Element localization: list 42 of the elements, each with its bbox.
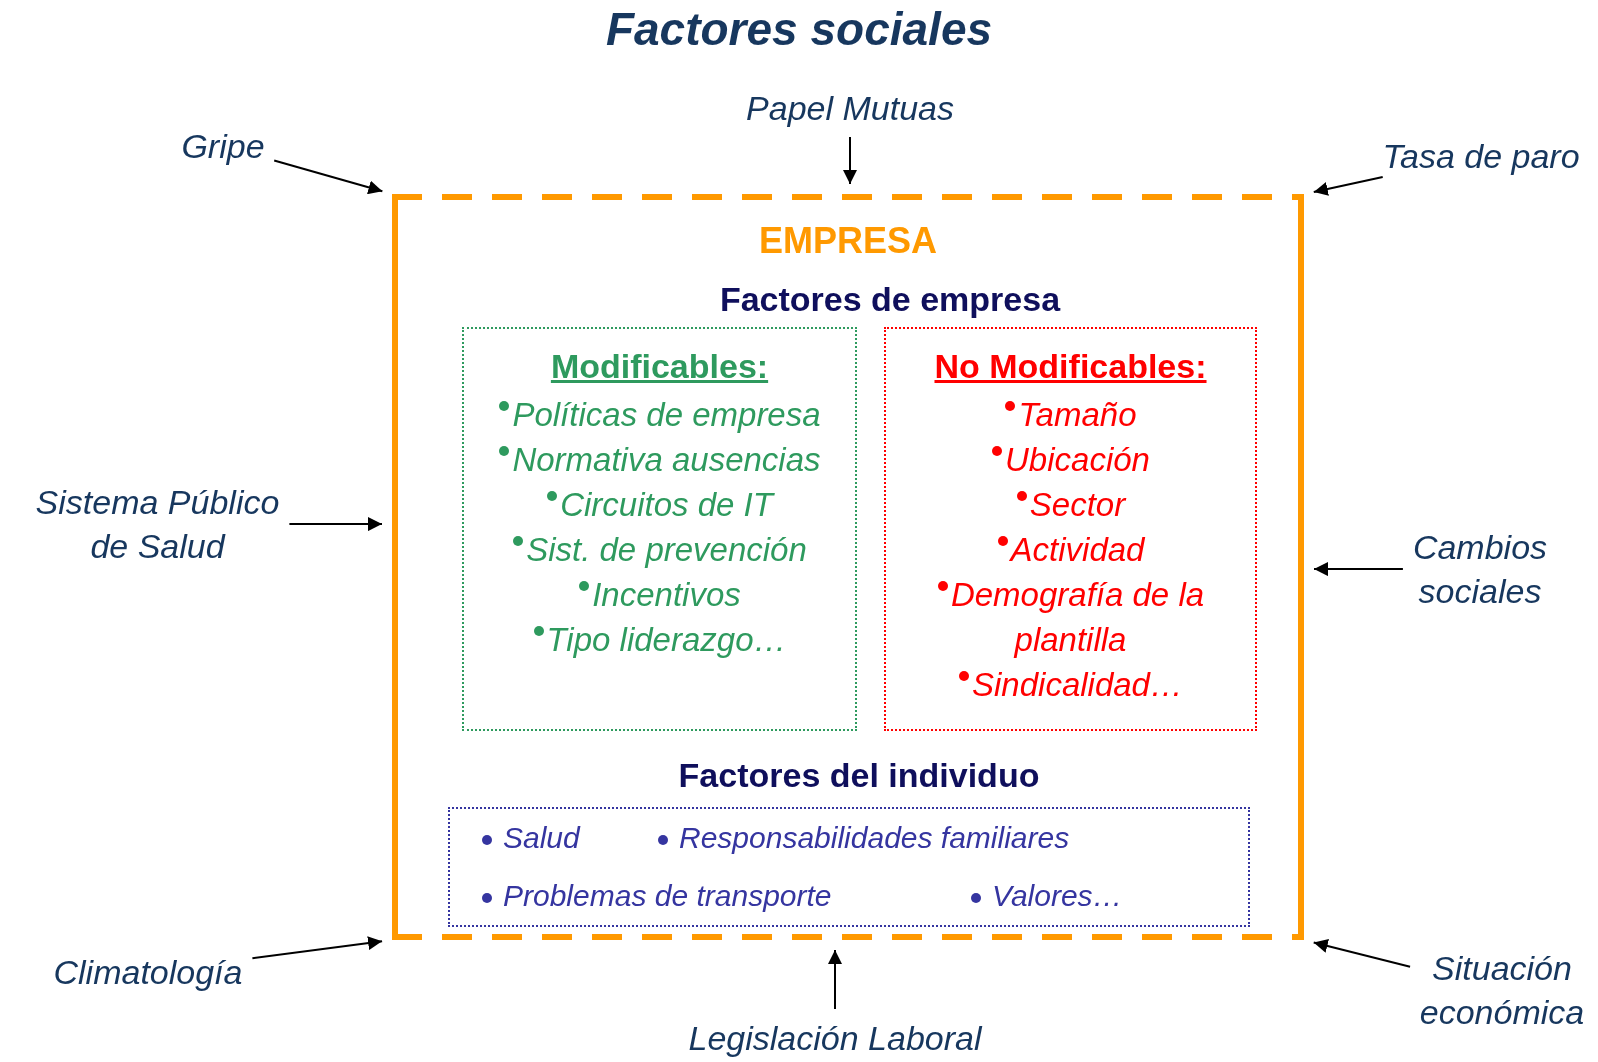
factor-label: Climatología	[52, 952, 244, 993]
factor-label: Gripe	[180, 126, 266, 167]
factor-label: Papel Mutuas	[745, 88, 955, 129]
factor-label: Legislación Laboral	[687, 1018, 984, 1059]
section-heading: Factores del individuo	[678, 755, 1040, 795]
list-item: Normativa ausencias	[512, 441, 821, 478]
box-heading: No Modificables:	[933, 347, 1208, 386]
arrow	[1312, 176, 1384, 196]
arrow	[273, 159, 384, 195]
factor-box	[884, 327, 1257, 731]
arrow	[1312, 939, 1412, 968]
factor-box	[448, 807, 1250, 927]
arrow	[828, 949, 842, 1010]
arrow	[251, 936, 384, 960]
list-item: Tamaño	[1018, 396, 1137, 433]
list-item: Actividad	[1010, 531, 1145, 568]
list-item: Sector	[1029, 486, 1126, 523]
title: Factores sociales	[604, 2, 994, 56]
list-item: Sist. de prevención	[526, 531, 807, 568]
factor-label: Cambios sociales	[1411, 527, 1549, 613]
list-item: Responsabilidades familiares	[679, 821, 1070, 855]
factor-label: Tasa de paro	[1381, 136, 1581, 177]
list-item: Salud	[503, 821, 580, 855]
box-heading: Modificables:	[549, 347, 770, 386]
list-item: Tipo liderazgo…	[546, 621, 787, 658]
factor-label: Sistema Público de Salud	[34, 482, 281, 568]
list-item: Políticas de empresa	[512, 396, 821, 433]
list-item: Incentivos	[592, 576, 741, 613]
list-item: Ubicación	[1005, 441, 1150, 478]
arrow	[288, 517, 383, 532]
list-item: Demografía de la plantilla	[950, 576, 1205, 658]
list-item: Problemas de transporte	[503, 879, 832, 913]
arrow	[1313, 562, 1404, 577]
box-heading: EMPRESA	[758, 220, 938, 262]
list-item: Valores…	[992, 879, 1123, 913]
company-box	[392, 194, 1304, 940]
factor-label: Situación económica	[1418, 948, 1586, 1034]
factor-box	[462, 327, 857, 731]
section-heading: Factores de empresa	[719, 279, 1061, 319]
list-item: Circuitos de IT	[560, 486, 773, 523]
list-item: Sindicalidad…	[972, 666, 1183, 703]
arrow	[843, 136, 857, 185]
